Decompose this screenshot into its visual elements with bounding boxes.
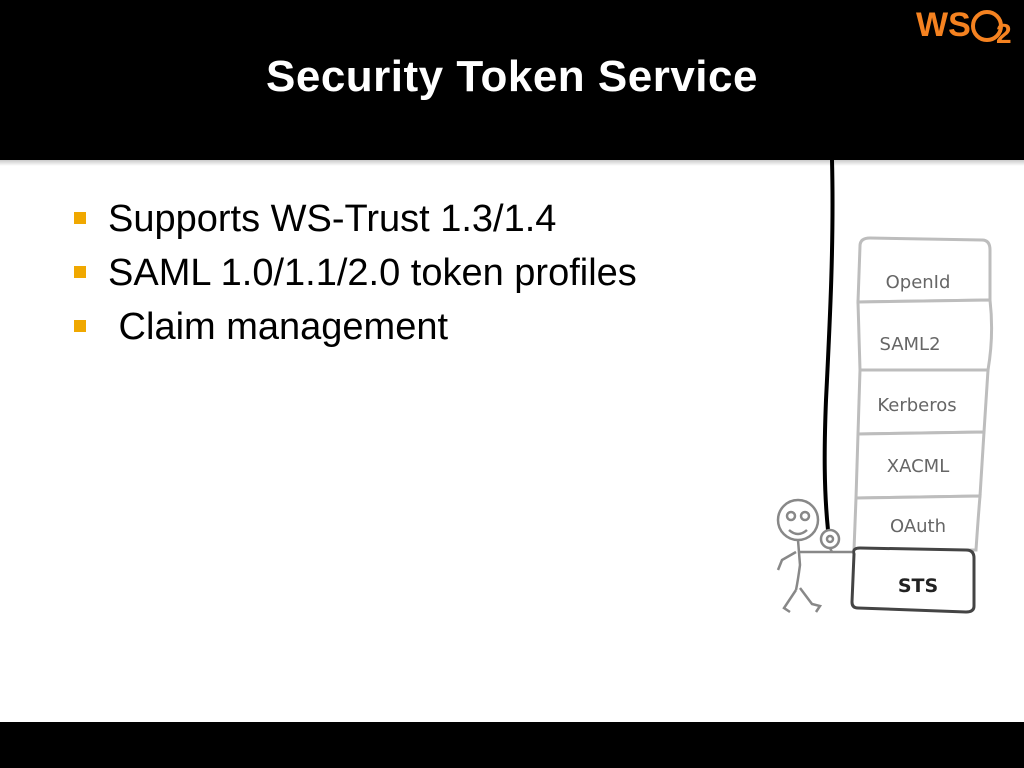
- wso2-logo: WS 2: [916, 4, 1016, 52]
- bullet-square-icon: [74, 212, 86, 224]
- slide-title: Security Token Service: [266, 52, 758, 101]
- bullet-text: Claim management: [108, 306, 449, 348]
- rope: [822, 160, 835, 531]
- bullet-square-icon: [74, 266, 86, 278]
- logo-text: WS: [916, 6, 971, 44]
- block-saml2: SAML2: [856, 298, 994, 372]
- block-label: XACML: [887, 456, 949, 477]
- stack-illustration: OpenId SAML2 Kerberos XACML OAuth STS: [776, 160, 994, 614]
- bullet-item: SAML 1.0/1.1/2.0 token profiles: [70, 246, 637, 300]
- block-label: OAuth: [890, 516, 946, 537]
- block-kerberos: Kerberos: [856, 368, 990, 436]
- slide-header: [0, 0, 1024, 160]
- bullet-list: Supports WS-Trust 1.3/1.4 SAML 1.0/1.1/2…: [70, 192, 637, 354]
- block-label: SAML2: [879, 334, 940, 355]
- slide-footer: [0, 722, 1024, 768]
- block-xacml: XACML: [854, 430, 986, 500]
- bullet-text: Supports WS-Trust 1.3/1.4: [108, 198, 557, 240]
- block-sts: STS: [850, 546, 976, 614]
- bullet-item: Claim management: [70, 300, 637, 354]
- block-oauth: OAuth: [852, 494, 982, 552]
- block-openid: OpenId: [856, 236, 992, 304]
- stick-figure: [776, 498, 852, 614]
- bullet-text: SAML 1.0/1.1/2.0 token profiles: [108, 252, 637, 294]
- block-label: Kerberos: [877, 395, 956, 416]
- logo-ring-icon: [971, 10, 1003, 42]
- logo-subscript: 2: [996, 18, 1012, 49]
- bullet-square-icon: [74, 320, 86, 332]
- header-divider: [0, 160, 1024, 166]
- block-label: STS: [898, 575, 938, 597]
- bullet-item: Supports WS-Trust 1.3/1.4: [70, 192, 637, 246]
- block-label: OpenId: [886, 272, 951, 293]
